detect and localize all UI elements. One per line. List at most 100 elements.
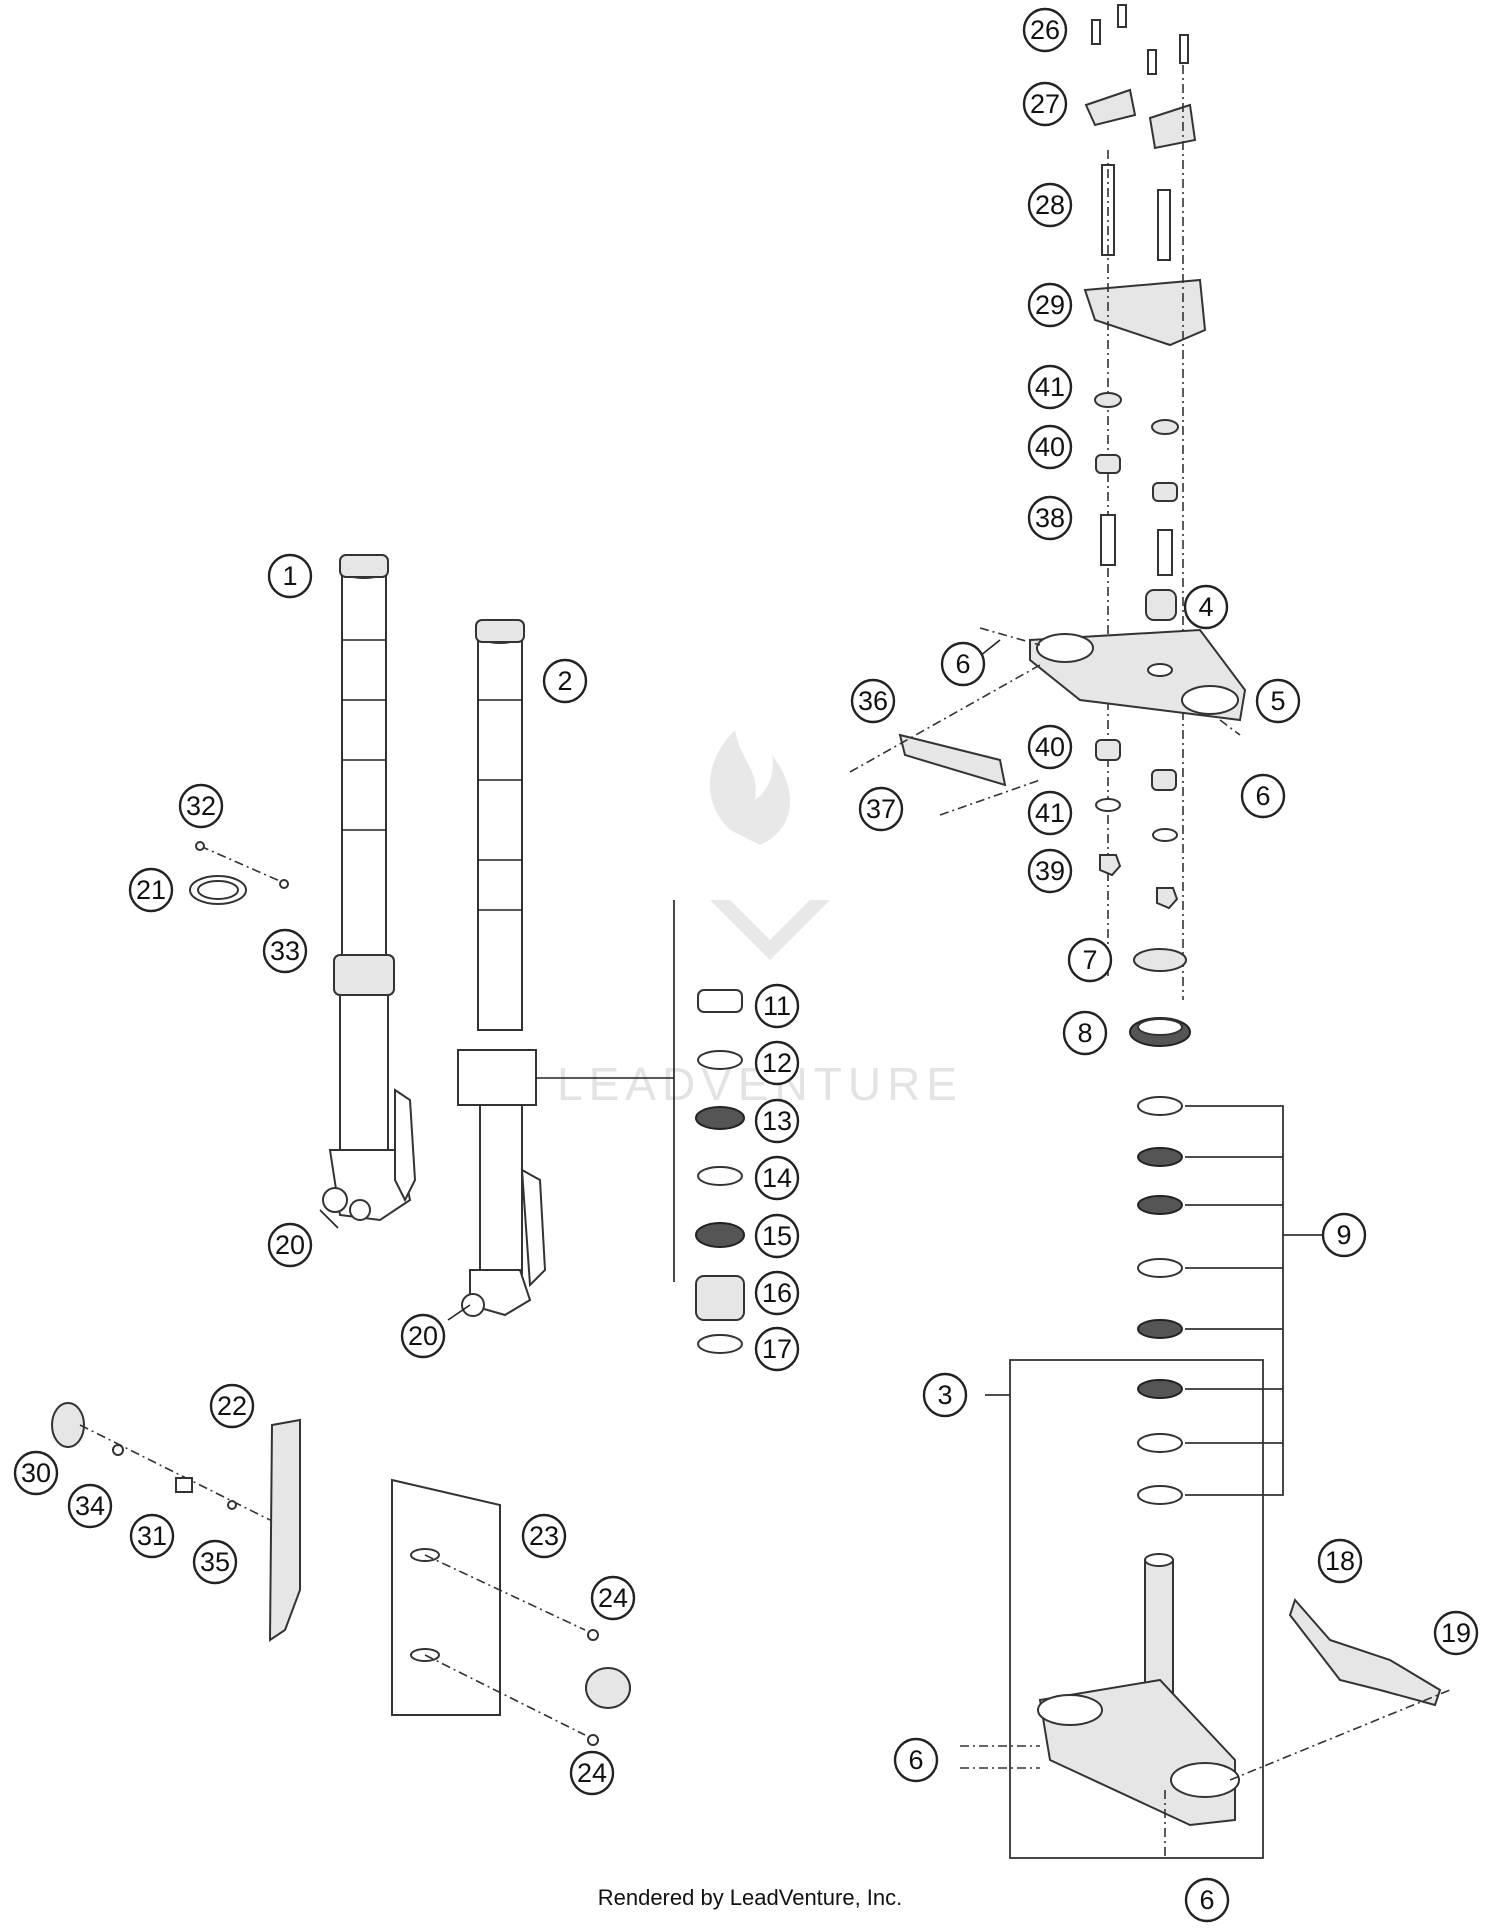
svg-text:36: 36	[858, 686, 888, 716]
svg-text:14: 14	[762, 1163, 792, 1193]
svg-text:23: 23	[529, 1521, 559, 1551]
fork-leg-right	[457, 619, 547, 1317]
callout-33: 33	[262, 928, 308, 974]
svg-text:6: 6	[1255, 781, 1270, 811]
svg-text:9: 9	[1336, 1220, 1351, 1250]
svg-text:28: 28	[1035, 190, 1065, 220]
svg-text:38: 38	[1035, 503, 1065, 533]
svg-text:16: 16	[762, 1278, 792, 1308]
callout-35: 35	[192, 1539, 238, 1585]
svg-text:8: 8	[1077, 1018, 1092, 1048]
callout-6-bottom: 6	[1184, 1877, 1230, 1923]
svg-text:40: 40	[1035, 732, 1065, 762]
svg-text:24: 24	[598, 1583, 628, 1613]
steering-bearings	[1129, 948, 1191, 1047]
callout-20-right: 20	[400, 1313, 446, 1359]
svg-text:24: 24	[577, 1758, 607, 1788]
callout-23: 23	[521, 1513, 567, 1559]
callout-15: 15	[754, 1213, 800, 1259]
spacer-stack-upper	[1094, 392, 1179, 576]
callout-30: 30	[13, 1450, 59, 1496]
callout-6-lower-left: 6	[893, 1737, 939, 1783]
svg-text:11: 11	[763, 991, 791, 1021]
fork-guard	[391, 1478, 631, 1746]
svg-text:6: 6	[1199, 1885, 1214, 1915]
callout-28: 28	[1027, 182, 1073, 228]
lower-triple-clamp	[960, 1359, 1264, 1860]
svg-text:34: 34	[75, 1491, 105, 1521]
callout-4: 4	[1183, 584, 1229, 630]
callout-22: 22	[209, 1383, 255, 1429]
callout-21: 21	[128, 867, 174, 913]
svg-text:39: 39	[1035, 856, 1065, 886]
steering-damper-bracket	[1229, 1598, 1451, 1781]
number-plate-bracket	[849, 664, 1041, 816]
handlebar-clamp-stack	[1083, 4, 1207, 1000]
svg-text:19: 19	[1441, 1618, 1471, 1648]
callout-3: 3	[922, 1372, 968, 1418]
spacer-stack-lower	[1095, 739, 1179, 910]
svg-text:6: 6	[955, 649, 970, 679]
callout-34: 34	[67, 1483, 113, 1529]
callout-38: 38	[1027, 495, 1073, 541]
svg-text:31: 31	[137, 1521, 167, 1551]
svg-text:32: 32	[186, 791, 216, 821]
callout-13: 13	[754, 1098, 800, 1144]
svg-text:27: 27	[1030, 89, 1060, 119]
svg-text:3: 3	[937, 1380, 952, 1410]
svg-text:37: 37	[866, 794, 896, 824]
svg-text:33: 33	[270, 936, 300, 966]
svg-text:15: 15	[762, 1221, 792, 1251]
leader-lines	[319, 639, 1001, 1321]
callout-5: 5	[1255, 678, 1301, 724]
brake-line-guide	[51, 1402, 301, 1642]
callout-24-upper: 24	[590, 1575, 636, 1621]
callout-8: 8	[1062, 1010, 1108, 1056]
callout-18: 18	[1317, 1538, 1363, 1584]
callout-26: 26	[1022, 7, 1068, 53]
callout-32: 32	[178, 783, 224, 829]
seal-kit	[536, 900, 745, 1354]
svg-text:18: 18	[1325, 1546, 1355, 1576]
svg-text:7: 7	[1082, 945, 1097, 975]
callout-41-upper: 41	[1027, 364, 1073, 410]
callout-17: 17	[754, 1326, 800, 1372]
callout-37: 37	[858, 786, 904, 832]
callout-27: 27	[1022, 81, 1068, 127]
callout-7: 7	[1067, 937, 1113, 983]
callout-12: 12	[754, 1040, 800, 1086]
callout-14: 14	[754, 1155, 800, 1201]
svg-text:13: 13	[762, 1106, 792, 1136]
callout-16: 16	[754, 1270, 800, 1316]
render-credit: Rendered by LeadVenture, Inc.	[597, 1885, 903, 1910]
callout-40-upper: 40	[1027, 424, 1073, 470]
callout-39: 39	[1027, 848, 1073, 894]
svg-text:40: 40	[1035, 432, 1065, 462]
callout-1: 1	[267, 553, 313, 599]
callout-36: 36	[850, 678, 896, 724]
svg-text:4: 4	[1198, 592, 1213, 622]
svg-text:22: 22	[217, 1391, 247, 1421]
callout-29: 29	[1027, 282, 1073, 328]
shim-washer-stack	[1137, 1096, 1325, 1505]
svg-text:1: 1	[282, 561, 297, 591]
svg-text:41: 41	[1035, 372, 1065, 402]
svg-text:20: 20	[275, 1230, 305, 1260]
fork-clamp-assembly	[189, 841, 289, 905]
svg-text:41: 41	[1035, 798, 1065, 828]
fork-leg-left	[322, 554, 417, 1222]
svg-text:12: 12	[762, 1048, 792, 1078]
svg-text:26: 26	[1030, 15, 1060, 45]
callout-20-left: 20	[267, 1222, 313, 1268]
callout-11: 11	[754, 983, 800, 1029]
svg-text:6: 6	[908, 1745, 923, 1775]
callout-40-lower: 40	[1027, 724, 1073, 770]
svg-text:5: 5	[1270, 686, 1285, 716]
callout-24-lower: 24	[569, 1750, 615, 1796]
svg-text:17: 17	[762, 1334, 792, 1364]
callout-2: 2	[542, 658, 588, 704]
svg-text:30: 30	[21, 1458, 51, 1488]
callout-9: 9	[1321, 1212, 1367, 1258]
upper-triple-clamp	[979, 589, 1247, 736]
